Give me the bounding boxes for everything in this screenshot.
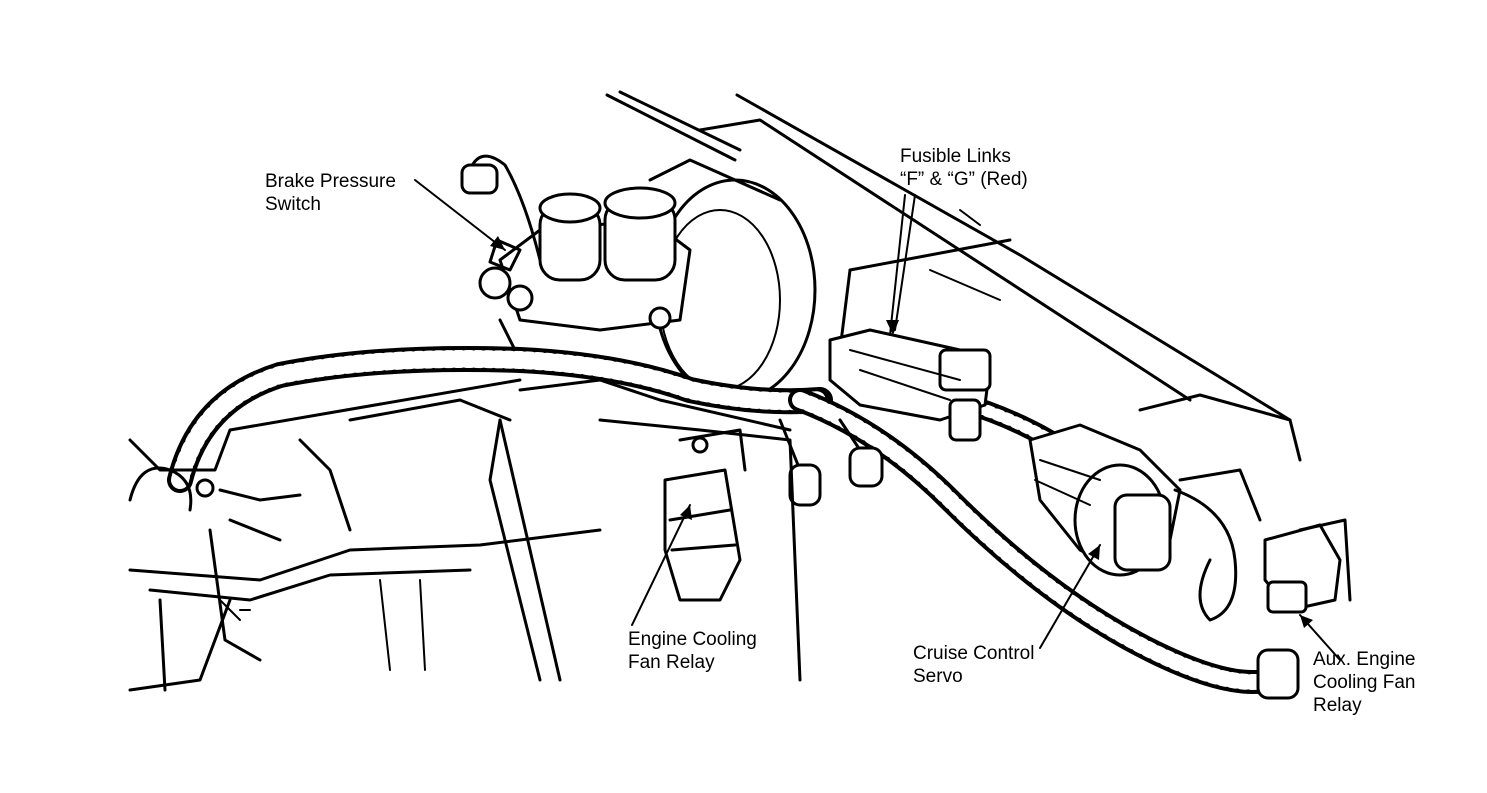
label-fusible-links: Fusible Links “F” & “G” (Red) xyxy=(900,145,1028,191)
aux-cooling-fan-relay xyxy=(1256,518,1352,700)
label-brake-pressure-switch: Brake Pressure Switch xyxy=(265,170,396,216)
fusible-link-block xyxy=(828,328,992,442)
label-engine-cooling-fan-relay: Engine Cooling Fan Relay xyxy=(628,628,757,674)
label-aux-engine-cooling-fan-relay: Aux. Engine Cooling Fan Relay xyxy=(1313,648,1415,717)
label-line: Cruise Control xyxy=(913,643,1035,664)
cruise-control-servo xyxy=(1028,423,1262,622)
label-line: Fan Relay xyxy=(628,652,715,673)
brake-booster xyxy=(648,158,817,402)
label-line: Switch xyxy=(265,194,321,215)
label-line: Engine Cooling xyxy=(628,629,757,650)
firewall-cowl xyxy=(605,90,1302,462)
brake-pressure-switch xyxy=(460,154,542,272)
master-cylinder xyxy=(478,186,692,362)
label-line: Aux. Engine xyxy=(1313,649,1416,670)
label-line: Servo xyxy=(913,666,963,687)
label-line: Relay xyxy=(1313,695,1362,716)
harness-connectors xyxy=(778,418,884,507)
leader-arrowheads xyxy=(490,236,1313,628)
label-line: “F” & “G” (Red) xyxy=(900,169,1028,190)
leader-lines xyxy=(414,179,1341,661)
engine-cooling-fan-relay xyxy=(663,428,747,602)
fender-structure xyxy=(128,378,802,692)
label-line: Brake Pressure xyxy=(265,171,396,192)
label-line: Fusible Links xyxy=(900,146,1011,167)
label-line: Cooling Fan xyxy=(1313,672,1416,693)
label-cruise-control-servo: Cruise Control Servo xyxy=(913,642,1034,688)
